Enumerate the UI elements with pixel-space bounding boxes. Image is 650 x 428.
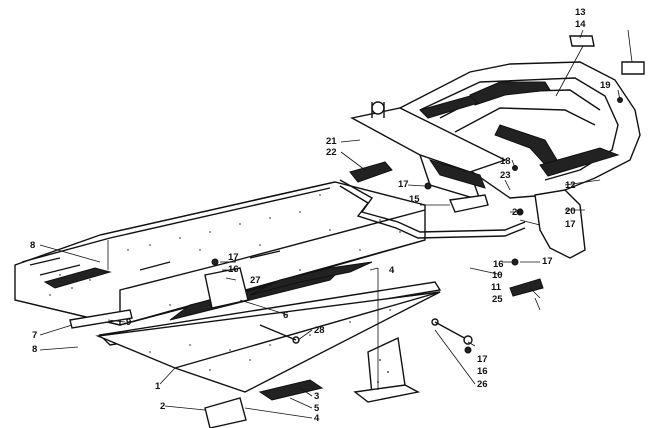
callout-15: 15 — [409, 194, 420, 205]
bolt-28 — [259, 324, 300, 344]
callout-4: 4 — [389, 265, 395, 276]
cover-plate-14 — [621, 61, 645, 75]
callout-22: 22 — [326, 147, 337, 158]
callout-labels: 1 2 3 4 4 5 6 7 8 8 9 10 11 12 13 14 15 … — [30, 7, 611, 424]
callout-17: 17 — [477, 354, 488, 365]
callout-7: 7 — [32, 330, 37, 341]
callout-27: 27 — [250, 275, 261, 286]
callout-23: 23 — [500, 170, 511, 181]
callout-17: 17 — [542, 256, 553, 267]
hitch-plate — [349, 101, 507, 202]
running-board — [95, 281, 442, 393]
decal-plate-27 — [204, 267, 249, 309]
callout-9: 9 — [126, 317, 131, 328]
callout-25: 25 — [492, 294, 503, 305]
clip-22 — [349, 161, 393, 183]
nut-17e — [464, 346, 472, 354]
reflector-3 — [258, 379, 324, 401]
callout-16: 16 — [493, 259, 504, 270]
callout-28: 28 — [314, 325, 325, 336]
nut-17c — [516, 208, 524, 216]
callout-8: 8 — [30, 240, 35, 251]
nut-17b — [424, 182, 432, 190]
callout-18: 18 — [500, 156, 511, 167]
support-bracket — [353, 336, 421, 403]
callout-26: 26 — [477, 379, 488, 390]
callout-14: 14 — [575, 19, 586, 30]
reflector-10 — [509, 278, 544, 297]
callout-1: 1 — [155, 381, 161, 392]
bumper-side-bracket — [534, 189, 586, 259]
callout-3: 3 — [314, 391, 319, 402]
callout-21: 21 — [326, 136, 337, 147]
callout-17: 17 — [228, 252, 239, 263]
callout-20: 20 — [565, 206, 576, 217]
callout-13: 13 — [575, 7, 586, 18]
callout-17: 17 — [565, 219, 576, 230]
nut-17d — [511, 258, 519, 266]
decal-plate-2 — [204, 397, 247, 428]
callout-6: 6 — [283, 310, 288, 321]
nut-17a — [211, 258, 219, 266]
callout-24: 24 — [512, 207, 523, 218]
rear-bumper — [398, 61, 641, 199]
bracket-15 — [449, 194, 489, 213]
callout-16: 16 — [228, 264, 239, 275]
callout-19: 19 — [600, 80, 611, 91]
callout-5: 5 — [314, 403, 320, 414]
brace-rod — [339, 179, 526, 233]
callout-4: 4 — [314, 413, 320, 424]
callout-17: 17 — [398, 179, 409, 190]
callout-10: 10 — [492, 270, 503, 281]
washer-16 — [463, 335, 473, 345]
callout-11: 11 — [491, 282, 502, 293]
callout-12: 12 — [565, 180, 576, 191]
callout-8: 8 — [32, 344, 37, 355]
cover-plate-13 — [569, 35, 595, 47]
bolt-26 — [431, 318, 469, 341]
leader-lines — [39, 29, 633, 419]
callout-2: 2 — [160, 401, 165, 412]
callout-16: 16 — [477, 366, 488, 377]
